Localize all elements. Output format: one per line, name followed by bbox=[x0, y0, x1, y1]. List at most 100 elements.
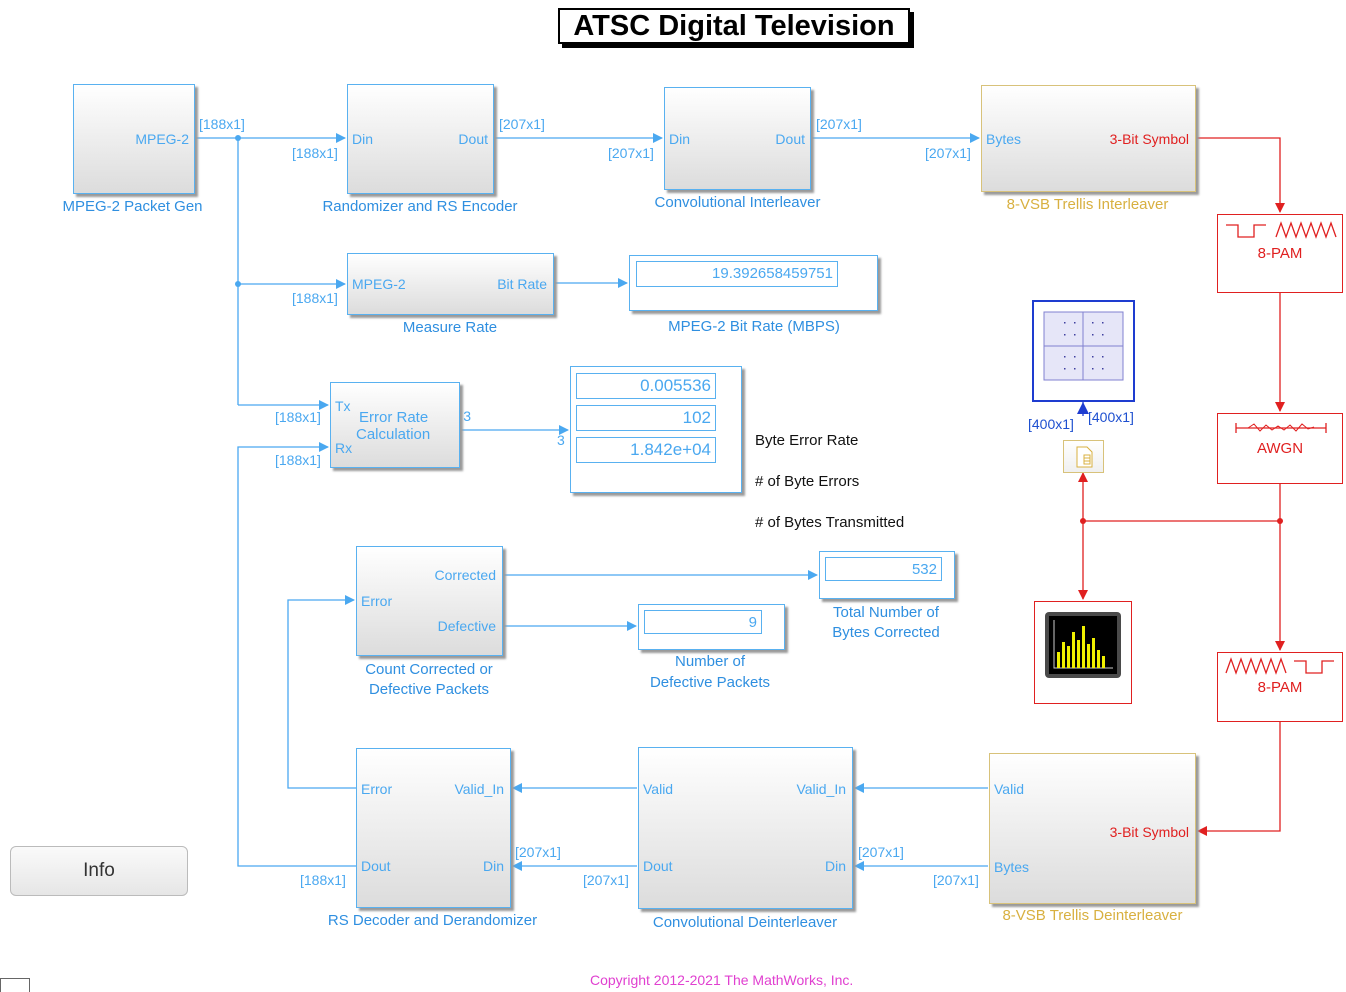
dim-label: [188x1] bbox=[292, 145, 338, 161]
defective-packets-display: 9 bbox=[638, 604, 785, 650]
rs-decoder-block[interactable]: Error Valid_In Dout Din bbox=[356, 748, 511, 908]
bytes-corrected-label-line2: Bytes Corrected bbox=[832, 624, 940, 641]
pam-modulator-label: 8-PAM bbox=[1257, 245, 1303, 262]
dim-label: [207x1] bbox=[608, 145, 654, 161]
port-defective: Defective bbox=[437, 618, 496, 634]
port-corrected: Corrected bbox=[434, 567, 496, 583]
count-packets-block[interactable]: Error Corrected Defective bbox=[356, 546, 503, 656]
mpeg2-packet-gen-label: MPEG-2 Packet Gen bbox=[62, 198, 203, 215]
port-out-width: 3 bbox=[463, 408, 471, 424]
bytes-transmitted-value: 1.842e+04 bbox=[576, 437, 716, 463]
trellis-interleaver-label: 8-VSB Trellis Interleaver bbox=[1006, 196, 1169, 213]
port-bytes: Bytes bbox=[994, 859, 1030, 875]
spectrum-analyzer-block[interactable] bbox=[1034, 601, 1132, 704]
bytes-transmitted-annotation: # of Bytes Transmitted bbox=[755, 514, 905, 531]
dim-label: [207x1] bbox=[499, 116, 545, 132]
port-dout: Dout bbox=[361, 858, 391, 874]
port-dout: Dout bbox=[775, 131, 805, 147]
dim-label: [188x1] bbox=[275, 452, 321, 468]
trellis-deinterleaver-block[interactable]: Valid 3-Bit Symbol Bytes bbox=[989, 753, 1196, 904]
error-rate-calculation-block[interactable]: Tx Rx 3 Error Rate Calculation bbox=[330, 382, 471, 468]
pam-modulator-block[interactable]: 8-PAM bbox=[1217, 214, 1343, 293]
pam-demodulator-block[interactable]: 8-PAM bbox=[1217, 652, 1343, 722]
conv-interleaver-label: Convolutional Interleaver bbox=[654, 194, 821, 211]
port-dout: Dout bbox=[458, 131, 488, 147]
rs-decoder-label: RS Decoder and Derandomizer bbox=[327, 912, 538, 929]
port-bit-rate: Bit Rate bbox=[497, 276, 547, 292]
defective-packets-label-line1: Number of bbox=[674, 653, 746, 670]
bit-rate-value: 19.392658459751 bbox=[636, 261, 838, 287]
port-mpeg2: MPEG-2 bbox=[135, 131, 189, 147]
port-dout: Dout bbox=[643, 858, 673, 874]
dim-label: [188x1] bbox=[199, 116, 245, 132]
buffer-icon bbox=[1076, 446, 1093, 468]
defective-packets-label-line2: Defective Packets bbox=[649, 674, 771, 691]
dim-label: [207x1] bbox=[515, 844, 561, 860]
copyright-text: Copyright 2012-2021 The MathWorks, Inc. bbox=[590, 972, 854, 988]
byte-errors-annotation: # of Byte Errors bbox=[755, 473, 860, 490]
rs-encoder-block[interactable]: Din Dout bbox=[347, 84, 494, 194]
dim-label: [207x1] bbox=[858, 844, 904, 860]
page-title: ATSC Digital Television bbox=[558, 8, 910, 44]
pam-waveform-icon bbox=[1226, 221, 1337, 239]
model-browser-toggle[interactable] bbox=[0, 978, 30, 992]
error-rate-title-line2: Calculation bbox=[356, 426, 431, 443]
count-packets-label-line2: Defective Packets bbox=[368, 681, 490, 698]
bytes-corrected-display: 532 bbox=[819, 551, 955, 599]
dim-label: [207x1] bbox=[933, 872, 979, 888]
measure-rate-label: Measure Rate bbox=[402, 319, 498, 336]
dim-label: [400x1] bbox=[1028, 416, 1074, 432]
bit-rate-display: 19.392658459751 bbox=[629, 255, 878, 311]
port-mpeg2: MPEG-2 bbox=[352, 276, 406, 292]
port-valid-in: Valid_In bbox=[796, 781, 846, 797]
pam-demodulator-label: 8-PAM bbox=[1257, 679, 1303, 696]
bytes-corrected-label-line1: Total Number of bbox=[833, 604, 939, 621]
port-tx: Tx bbox=[335, 398, 351, 414]
dim-label: [207x1] bbox=[816, 116, 862, 132]
dim-label: [400x1] bbox=[1088, 409, 1134, 425]
pam-waveform-icon bbox=[1225, 657, 1334, 675]
dim-label: [188x1] bbox=[300, 872, 346, 888]
error-stats-display: 3 0.005536 102 1.842e+04 bbox=[557, 366, 742, 493]
trellis-deinterleaver-label: 8-VSB Trellis Deinterleaver bbox=[1002, 907, 1183, 924]
mpeg2-packet-gen-block[interactable]: MPEG-2 bbox=[73, 84, 195, 194]
port-valid: Valid bbox=[643, 781, 674, 797]
error-rate-title-line1: Error Rate bbox=[359, 409, 429, 426]
buffer-block[interactable] bbox=[1063, 440, 1104, 473]
port-din: Din bbox=[824, 858, 846, 874]
scope-grid-icon bbox=[1043, 311, 1124, 381]
line-decoder-to-rx bbox=[237, 442, 356, 867]
bytes-corrected-value: 532 bbox=[825, 557, 942, 581]
port-valid: Valid bbox=[994, 781, 1025, 797]
port-3bit-symbol: 3-Bit Symbol bbox=[1109, 131, 1189, 147]
trellis-interleaver-block[interactable]: Bytes 3-Bit Symbol bbox=[981, 85, 1196, 192]
port-valid-in: Valid_In bbox=[454, 781, 504, 797]
constellation-scope-block[interactable] bbox=[1032, 300, 1135, 402]
conv-deinterleaver-block[interactable]: Valid Valid_In Dout Din bbox=[638, 747, 853, 909]
rs-encoder-label: Randomizer and RS Encoder bbox=[322, 198, 518, 215]
awgn-channel-block[interactable]: AWGN bbox=[1217, 413, 1343, 484]
dim-label: [207x1] bbox=[583, 872, 629, 888]
measure-rate-block[interactable]: MPEG-2 Bit Rate bbox=[347, 253, 554, 315]
byte-errors-value: 102 bbox=[576, 405, 716, 431]
dim-label: [188x1] bbox=[292, 290, 338, 306]
error-rate-value: 0.005536 bbox=[576, 373, 716, 399]
port-in-width: 3 bbox=[557, 432, 565, 448]
port-3bit-symbol: 3-Bit Symbol bbox=[1109, 824, 1189, 840]
info-button[interactable]: Info bbox=[10, 846, 188, 896]
line-trellis-to-pam bbox=[1196, 137, 1285, 213]
line-error-feedback bbox=[287, 595, 356, 789]
dim-label: [188x1] bbox=[275, 409, 321, 425]
dim-label: [207x1] bbox=[925, 145, 971, 161]
port-bytes: Bytes bbox=[986, 131, 1022, 147]
byte-error-rate-annotation: Byte Error Rate bbox=[755, 432, 859, 449]
port-rx: Rx bbox=[335, 440, 353, 456]
line-pam-to-deint bbox=[1197, 722, 1281, 836]
port-error: Error bbox=[361, 593, 393, 609]
port-din: Din bbox=[352, 131, 374, 147]
count-packets-label-line1: Count Corrected or bbox=[365, 661, 493, 678]
conv-interleaver-block[interactable]: Din Dout bbox=[664, 87, 811, 190]
bit-rate-display-label: MPEG-2 Bit Rate (MBPS) bbox=[668, 318, 840, 335]
port-error: Error bbox=[361, 781, 393, 797]
